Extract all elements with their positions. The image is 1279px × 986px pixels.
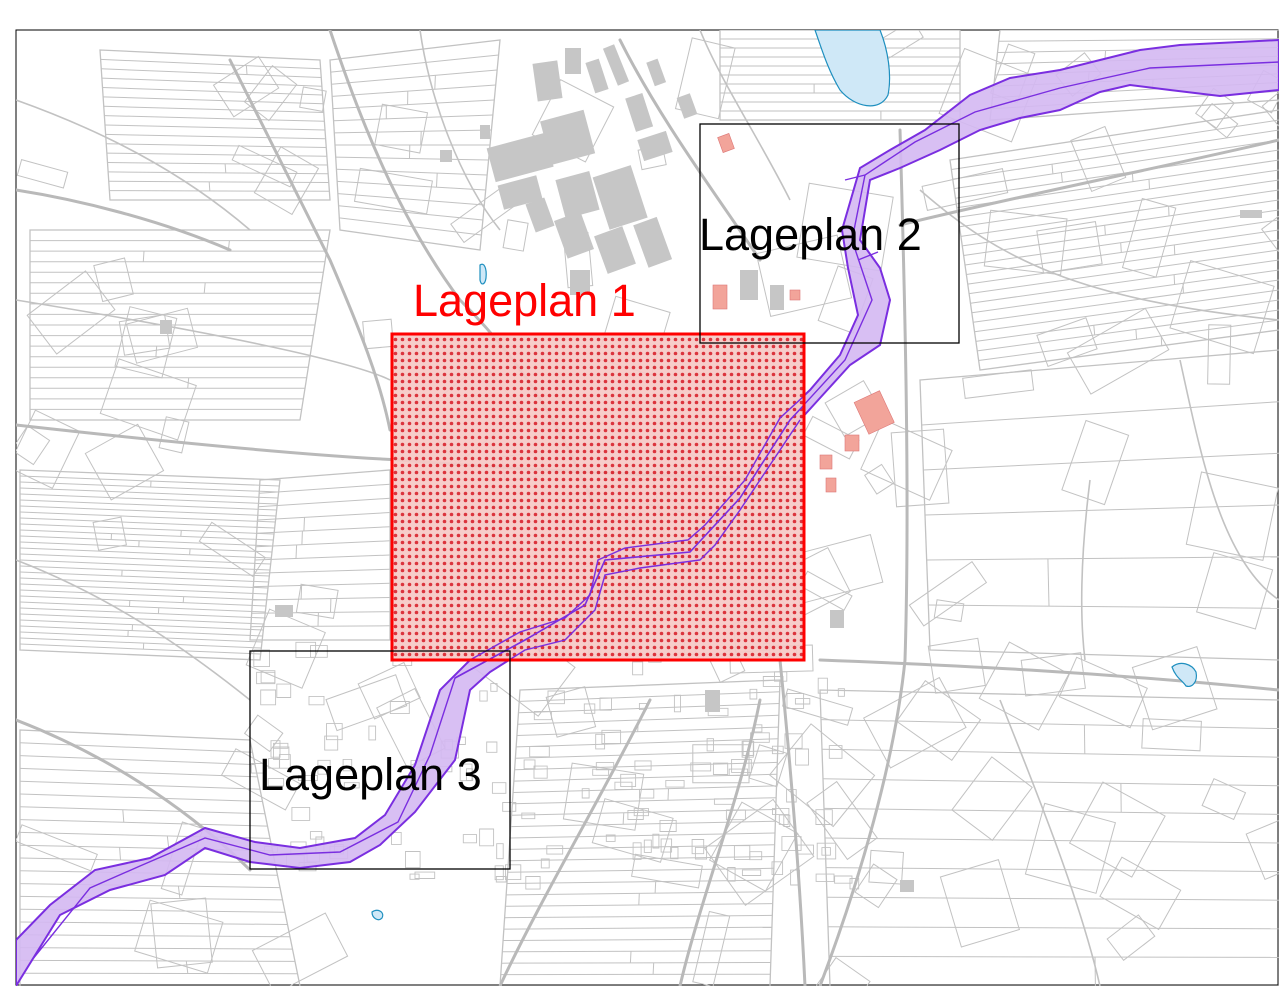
lageplan-2-frame[interactable] bbox=[699, 123, 960, 344]
lageplan-2-label: Lageplan 2 bbox=[699, 209, 922, 260]
lageplan-3-frame[interactable] bbox=[249, 650, 511, 870]
lageplan-1-outline bbox=[390, 332, 806, 662]
corridor-edge-south bbox=[489, 419, 801, 673]
corridor-centerline bbox=[454, 404, 805, 679]
lageplan-1-area[interactable] bbox=[392, 334, 804, 660]
buildings bbox=[160, 44, 1262, 892]
water-bodies bbox=[371, 30, 1197, 921]
buildings-highlighted bbox=[712, 133, 895, 493]
lageplan-3-label: Lageplan 3 bbox=[259, 749, 482, 800]
lageplan-1-label: Lageplan 1 bbox=[413, 275, 636, 326]
corridor-edge-north bbox=[469, 395, 805, 661]
